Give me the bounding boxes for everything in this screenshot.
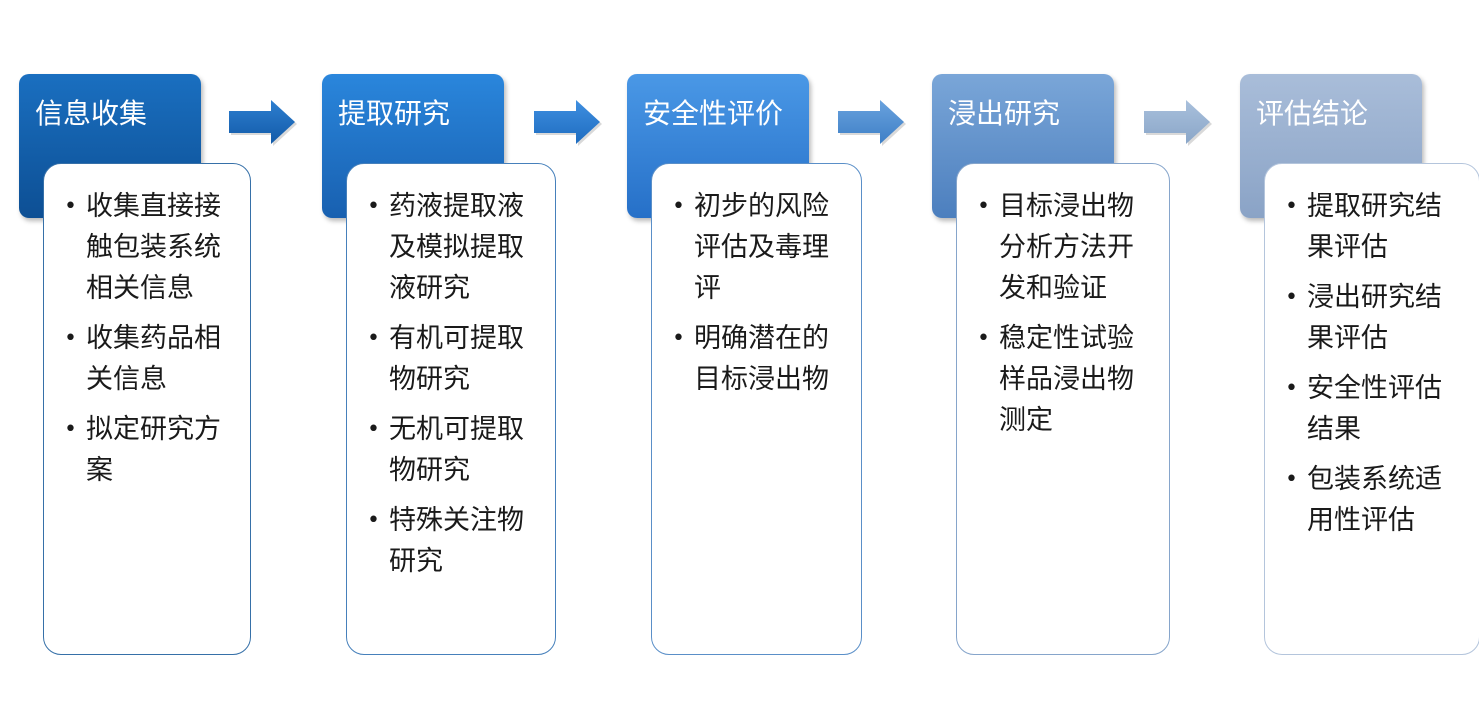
stage-item-text: 拟定研究方案 [86, 414, 221, 486]
stage-item-text: 特殊关注物研究 [389, 505, 524, 577]
bullet-icon: • [367, 417, 380, 442]
bullet-icon: • [64, 194, 77, 219]
bullet-icon: • [977, 194, 990, 219]
stage-item-text: 明确潜在的目标浸出物 [694, 323, 829, 395]
stage-4: 浸出研究•目标浸出物分析方法开发和验证•稳定性试验样品浸出物测定 [932, 74, 1170, 674]
stage-item: • 明确潜在的目标浸出物 [672, 318, 847, 400]
stage-item: • 拟定研究方案 [64, 409, 236, 491]
stage-item-text: 药液提取液及模拟提取液研究 [389, 191, 524, 304]
bullet-icon: • [367, 326, 380, 351]
stage-card: • 提取研究结果评估 • 浸出研究结果评估 • 安全性评估结果 • 包装系统适用性评估 [1264, 163, 1479, 655]
stage-item-text: 无机可提取物研究 [389, 414, 524, 486]
stage-item: • 安全性评估结果 [1285, 368, 1465, 450]
bullet-icon: • [1285, 467, 1298, 492]
stage-item-text: 收集直接接触包装系统相关信息 [86, 191, 221, 304]
stage-item: • 初步的风险评估及毒理评 [672, 186, 847, 309]
stage-item-list: • 提取研究结果评估 • 浸出研究结果评估 • 安全性评估结果 • 包装系统适用性评估 [1285, 186, 1465, 541]
stage-item: • 提取研究结果评估 [1285, 186, 1465, 268]
stage-item: • 特殊关注物研究 [367, 500, 541, 582]
stage-item-list: • 目标浸出物分析方法开发和验证 • 稳定性试验样品浸出物测定 [977, 186, 1155, 441]
flow-arrow-icon [1144, 100, 1212, 146]
stage-item-list: • 药液提取液及模拟提取液研究 • 有机可提取物研究 • 无机可提取物研究 • 特殊关注物研究 [367, 186, 541, 582]
bullet-icon: • [1285, 376, 1298, 401]
stage-item: • 包装系统适用性评估 [1285, 459, 1465, 541]
stage-card: • 初步的风险评估及毒理评 • 明确潜在的目标浸出物 [651, 163, 862, 655]
stage-item-text: 目标浸出物分析方法开发和验证 [999, 191, 1134, 304]
stage-item: • 收集直接接触包装系统相关信息 [64, 186, 236, 309]
stage-item-text: 有机可提取物研究 [389, 323, 524, 395]
bullet-icon: • [64, 417, 77, 442]
bullet-icon: • [1285, 194, 1298, 219]
stage-5: 评估结论•提取研究结果评估•浸出研究结果评估•安全性评估结果•包装系统适用性评估 [1240, 74, 1479, 674]
bullet-icon: • [977, 326, 990, 351]
stage-1: 信息收集•收集直接接触包装系统相关信息•收集药品相关信息•拟定研究方案 [19, 74, 251, 674]
stage-2: 提取研究•药液提取液及模拟提取液研究•有机可提取物研究•无机可提取物研究•特殊关… [322, 74, 556, 674]
stage-item-text: 稳定性试验样品浸出物测定 [999, 323, 1134, 436]
stage-item: • 药液提取液及模拟提取液研究 [367, 186, 541, 309]
stage-item: • 收集药品相关信息 [64, 318, 236, 400]
bullet-icon: • [367, 194, 380, 219]
stage-card: • 药液提取液及模拟提取液研究 • 有机可提取物研究 • 无机可提取物研究 • 特殊关注物研究 [346, 163, 556, 655]
stage-item-text: 安全性评估结果 [1307, 373, 1442, 445]
flow-arrow-icon [229, 100, 297, 146]
bullet-icon: • [367, 508, 380, 533]
stage-item-list: • 初步的风险评估及毒理评 • 明确潜在的目标浸出物 [672, 186, 847, 400]
stage-item-text: 包装系统适用性评估 [1307, 464, 1442, 536]
stage-item: • 稳定性试验样品浸出物测定 [977, 318, 1155, 441]
flow-arrow-icon [838, 100, 906, 146]
stage-item-text: 浸出研究结果评估 [1307, 282, 1442, 354]
stage-card: • 收集直接接触包装系统相关信息 • 收集药品相关信息 • 拟定研究方案 [43, 163, 251, 655]
bullet-icon: • [1285, 285, 1298, 310]
stage-item: • 无机可提取物研究 [367, 409, 541, 491]
stage-item-text: 初步的风险评估及毒理评 [694, 191, 829, 304]
stage-item: • 浸出研究结果评估 [1285, 277, 1465, 359]
flow-arrow-icon [534, 100, 602, 146]
stage-item-text: 收集药品相关信息 [86, 323, 221, 395]
stage-item-list: • 收集直接接触包装系统相关信息 • 收集药品相关信息 • 拟定研究方案 [64, 186, 236, 491]
stage-item: • 有机可提取物研究 [367, 318, 541, 400]
stage-3: 安全性评价•初步的风险评估及毒理评•明确潜在的目标浸出物 [627, 74, 862, 674]
stage-item: • 目标浸出物分析方法开发和验证 [977, 186, 1155, 309]
bullet-icon: • [672, 326, 685, 351]
bullet-icon: • [64, 326, 77, 351]
bullet-icon: • [672, 194, 685, 219]
stage-card: • 目标浸出物分析方法开发和验证 • 稳定性试验样品浸出物测定 [956, 163, 1170, 655]
stage-item-text: 提取研究结果评估 [1307, 191, 1442, 263]
